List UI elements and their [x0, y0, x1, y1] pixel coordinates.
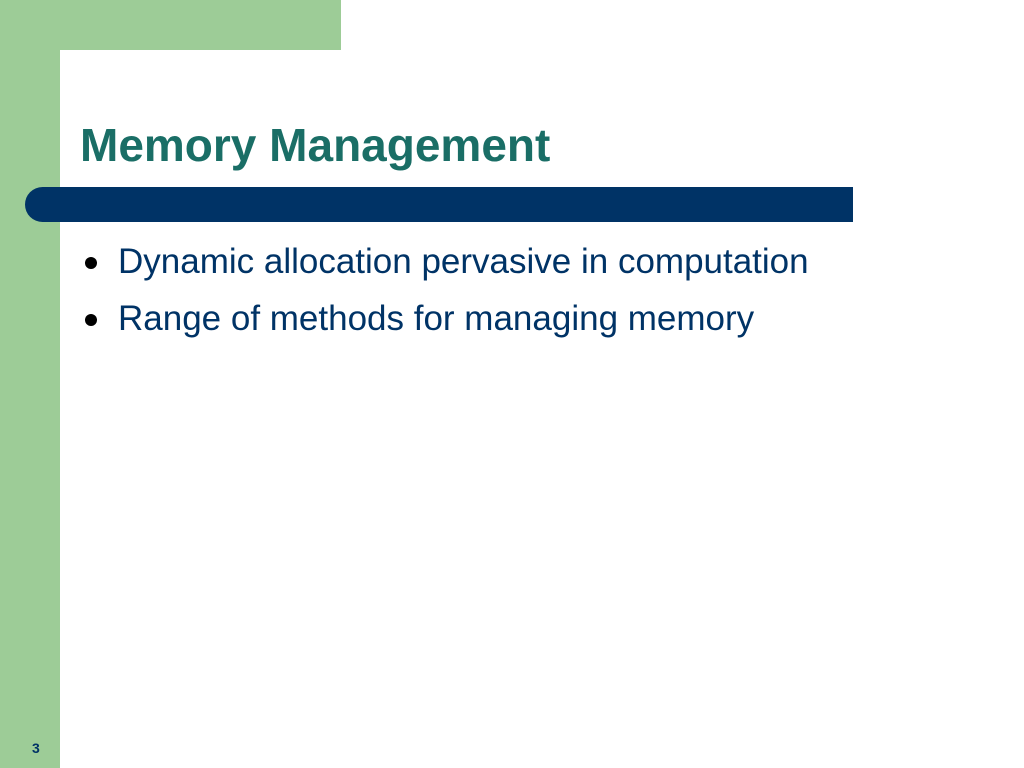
- slide-title: Memory Management: [80, 119, 551, 171]
- bullet-dot-icon: [85, 257, 97, 269]
- bullet-text: Range of methods for managing memory: [118, 299, 755, 338]
- rounded-content-corner: [60, 50, 180, 170]
- bullet-item: Range of methods for managing memory: [80, 295, 809, 352]
- green-top-band: [0, 0, 341, 50]
- bullet-item: Dynamic allocation pervasive in computat…: [80, 238, 809, 295]
- bullet-text: Dynamic allocation pervasive in computat…: [118, 242, 809, 281]
- title-underline-bar: [25, 187, 853, 222]
- page-number: 3: [32, 740, 40, 756]
- bullet-dot-icon: [85, 314, 97, 326]
- green-side-band: [0, 0, 60, 768]
- bullet-list: Dynamic allocation pervasive in computat…: [80, 238, 809, 352]
